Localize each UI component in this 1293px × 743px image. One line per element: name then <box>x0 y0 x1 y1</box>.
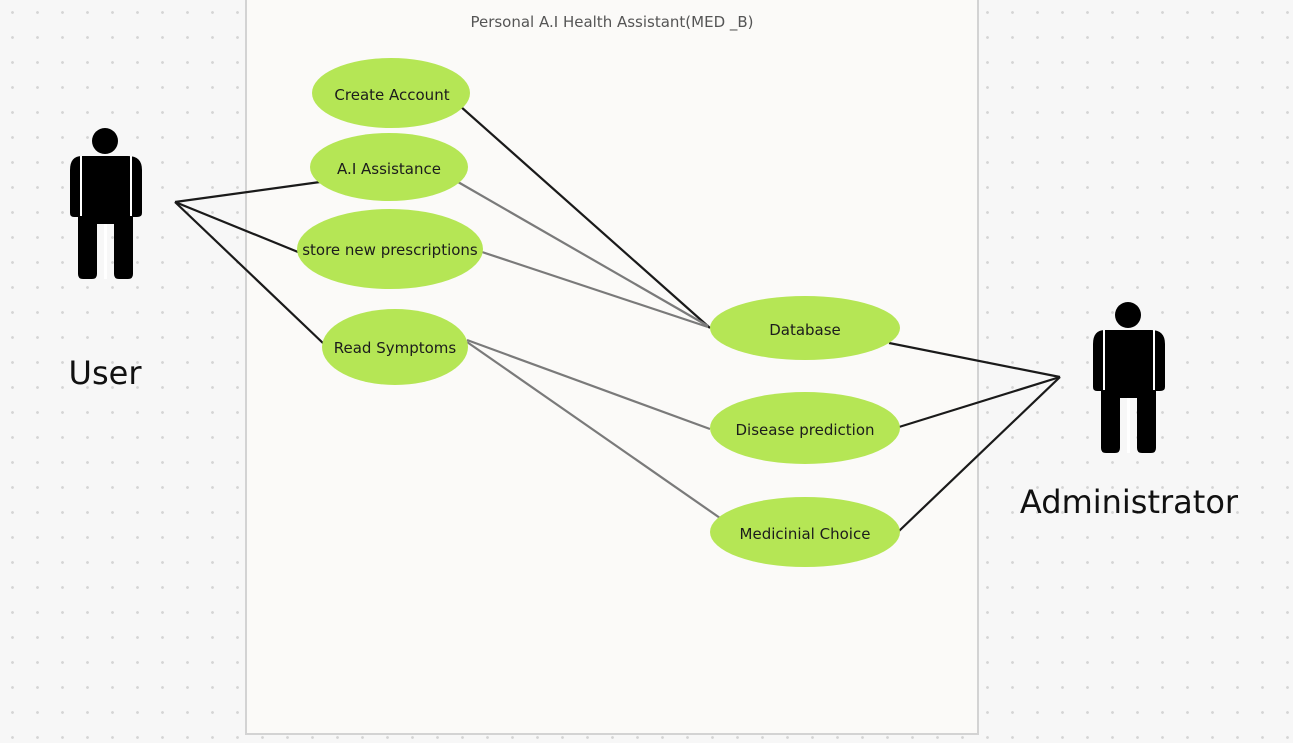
use-case-create-account[interactable]: Create Account <box>312 58 470 128</box>
association-database-admin <box>888 341 1061 379</box>
use-case-medicinial-choice[interactable]: Medicinial Choice <box>710 497 900 567</box>
use-case-ai-assistance[interactable]: A.I Assistance <box>310 133 468 201</box>
association-user-read-symptoms <box>174 201 326 346</box>
use-case-label: Medicinial Choice <box>740 525 871 543</box>
system-title: Personal A.I Health Assistant(MED _B) <box>470 13 753 32</box>
association-disease-prediction-admin <box>898 375 1061 429</box>
use-case-database[interactable]: Database <box>710 296 900 360</box>
association-medicinal-choice-admin <box>898 376 1061 532</box>
person-icon <box>1093 302 1165 453</box>
use-case-read-symptoms[interactable]: Read Symptoms <box>322 309 468 385</box>
actor-administrator[interactable]: Administrator <box>1020 302 1239 521</box>
association-ai-assistance-database <box>457 181 709 327</box>
association-read-symptoms-medicinal-choice <box>466 341 721 519</box>
use-case-store-new-prescriptions[interactable]: store new prescriptions <box>297 209 483 289</box>
actor-label-administrator: Administrator <box>1020 483 1239 521</box>
association-user-store-prescriptions <box>174 200 299 254</box>
association-store-prescriptions-database <box>481 250 709 329</box>
use-case-label: A.I Assistance <box>337 160 441 178</box>
actor-label-user: User <box>69 354 143 392</box>
associations <box>174 105 1061 532</box>
actor-user[interactable]: User <box>69 128 143 392</box>
association-create-account-database <box>459 105 711 329</box>
association-user-ai-assistance <box>174 180 321 204</box>
use-case-label: Database <box>769 321 841 339</box>
association-read-symptoms-disease-prediction <box>466 338 711 431</box>
use-case-label: Disease prediction <box>735 421 874 439</box>
use-case-label: Create Account <box>334 86 449 104</box>
use-case-label: Read Symptoms <box>334 339 457 357</box>
use-case-disease-prediction[interactable]: Disease prediction <box>710 392 900 464</box>
person-icon <box>70 128 142 279</box>
use-case-label: store new prescriptions <box>302 241 478 259</box>
